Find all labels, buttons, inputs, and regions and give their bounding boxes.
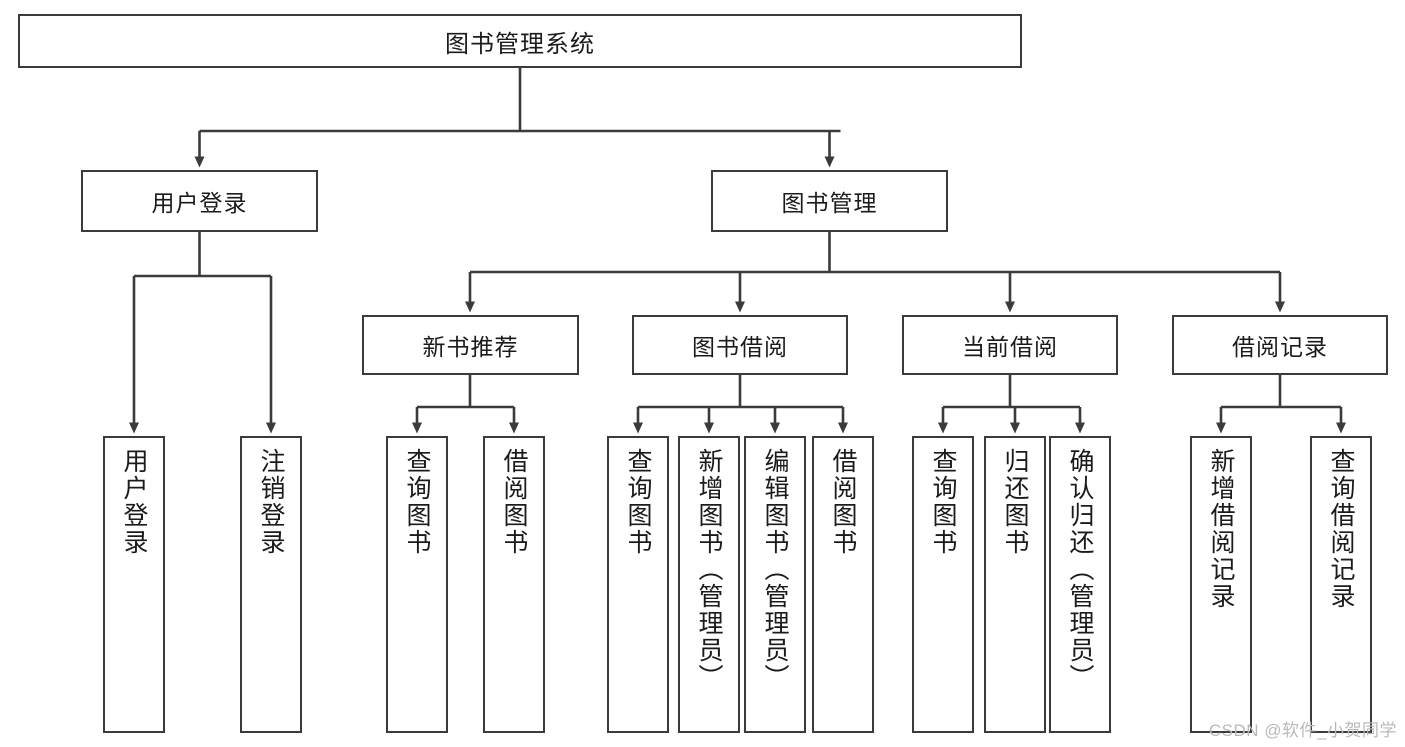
node-new-book-recommend-label: 新书推荐 [422,334,519,360]
node-borrow-record[interactable]: 借阅记录 [1172,315,1388,375]
node-book-management-label: 图书管理 [781,190,878,216]
leaf-add-book-admin[interactable]: 新增图书（管理员） [678,436,740,733]
leaf-edit-book-admin[interactable]: 编辑图书（管理员） [744,436,806,733]
node-current-borrow[interactable]: 当前借阅 [902,315,1118,375]
leaf-confirm-return-admin-label: 确认归还（管理员） [1066,448,1094,691]
node-book-management[interactable]: 图书管理 [711,170,948,232]
node-new-book-recommend[interactable]: 新书推荐 [362,315,579,375]
leaf-logout-login[interactable]: 注销登录 [240,436,302,733]
node-root-label: 图书管理系统 [445,30,595,58]
node-user-login[interactable]: 用户登录 [81,170,318,232]
node-current-borrow-label: 当前借阅 [962,334,1058,360]
leaf-user-login[interactable]: 用户登录 [103,436,165,733]
leaf-query-book-borrow[interactable]: 查询图书 [607,436,669,733]
leaf-query-borrow-record-label: 查询借阅记录 [1327,448,1355,610]
watermark: CSDN @软件_小贺同学 [1208,721,1397,740]
leaf-query-book-current[interactable]: 查询图书 [912,436,974,733]
leaf-logout-login-label: 注销登录 [257,448,285,556]
node-book-borrow-label: 图书借阅 [692,334,788,360]
leaf-user-login-label: 用户登录 [120,448,148,556]
node-borrow-record-label: 借阅记录 [1232,334,1328,360]
leaf-query-book-newbook-label: 查询图书 [403,448,431,556]
leaf-borrow-book-newbook-label: 借阅图书 [500,448,528,556]
node-book-borrow[interactable]: 图书借阅 [632,315,848,375]
leaf-query-book-newbook[interactable]: 查询图书 [386,436,448,733]
leaf-edit-book-admin-label: 编辑图书（管理员） [761,448,789,691]
leaf-query-borrow-record[interactable]: 查询借阅记录 [1310,436,1372,733]
leaf-query-book-borrow-label: 查询图书 [624,448,652,556]
node-root[interactable]: 图书管理系统 [18,14,1022,68]
leaf-borrow-book-newbook[interactable]: 借阅图书 [483,436,545,733]
node-user-login-label: 用户登录 [151,190,248,216]
leaf-query-book-current-label: 查询图书 [929,448,957,556]
leaf-confirm-return-admin[interactable]: 确认归还（管理员） [1049,436,1111,733]
leaf-borrow-book-borrow[interactable]: 借阅图书 [812,436,874,733]
leaf-return-book[interactable]: 归还图书 [984,436,1046,733]
leaf-return-book-label: 归还图书 [1001,448,1029,556]
leaf-add-borrow-record-label: 新增借阅记录 [1207,448,1235,610]
leaf-borrow-book-borrow-label: 借阅图书 [829,448,857,556]
leaf-add-borrow-record[interactable]: 新增借阅记录 [1190,436,1252,733]
leaf-add-book-admin-label: 新增图书（管理员） [695,448,723,691]
